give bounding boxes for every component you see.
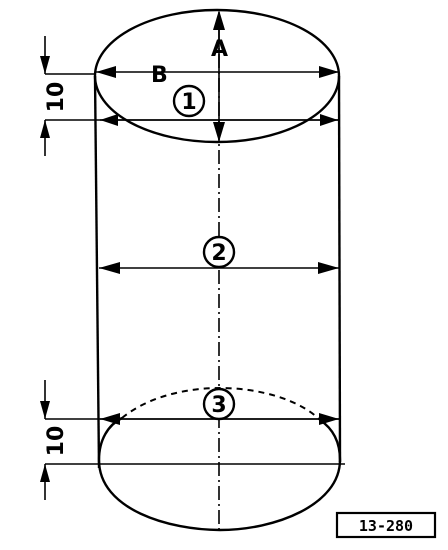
position-3-label: 3 — [211, 393, 226, 418]
measurement-lines — [96, 10, 339, 425]
position-2-label: 2 — [211, 241, 226, 266]
position-marker-3: 3 — [202, 387, 236, 421]
figure-reference-label: 13-280 — [359, 517, 413, 535]
dimension-b-label: B — [151, 63, 168, 88]
position-marker-2: 2 — [202, 235, 236, 269]
dimension-a-label: A — [211, 37, 228, 62]
top-offset-label: 10 — [44, 82, 69, 113]
position-marker-1: 1 — [172, 84, 206, 118]
cylinder-outline — [93, 8, 342, 532]
figure-reference: 13-280 — [335, 511, 437, 539]
bottom-offset-label: 10 — [44, 426, 69, 457]
position-1-label: 1 — [181, 90, 196, 115]
offset-dimensions — [40, 36, 50, 500]
